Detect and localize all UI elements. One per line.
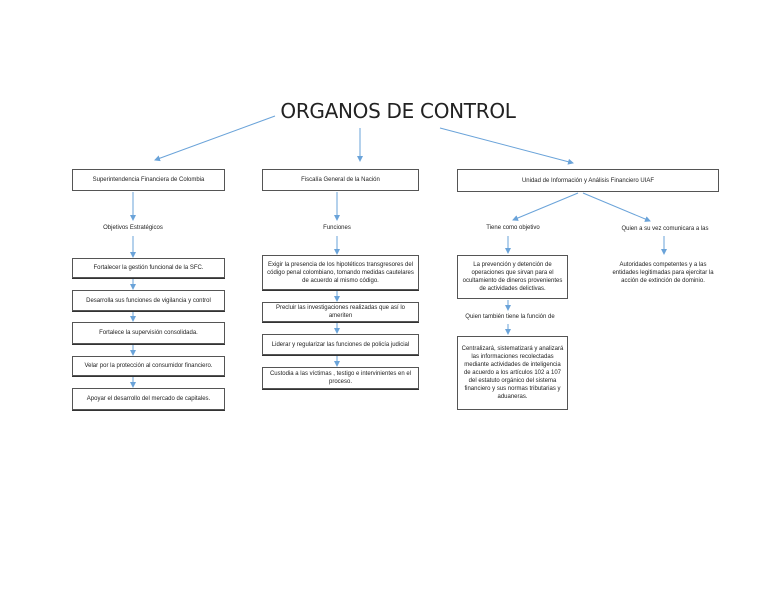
arrow-title-uiaf (439, 127, 574, 165)
uiaf-function: Centralizará, sistematizará y analizará … (457, 336, 568, 410)
fiscalia-item-2: Precluir las investigaciones realizadas … (262, 302, 419, 322)
uiaf-communicate: Autoridades competentes y a las entidade… (607, 255, 719, 291)
arrow-uiaf-left (512, 192, 579, 221)
sfc-item-4: Velar por la protección al consumidor fi… (72, 356, 225, 376)
label-tiene-objetivo: Tiene como objetivo (486, 225, 540, 231)
sfc-item-5: Apoyar el desarrollo del mercado de capi… (72, 388, 225, 410)
sfc-item-2: Desarrolla sus funciones de vigilancia y… (72, 290, 225, 311)
sfc-item-3: Fortalece la supervisión consolidada. (72, 322, 225, 344)
header-sfc: Superintendencia Financiera de Colombia (72, 169, 225, 191)
label-objetivos: Objetivos Estratégicos (103, 225, 163, 231)
label-tambien-funcion: Quien también tiene la función de (465, 314, 555, 320)
arrow-uiaf-right (582, 192, 651, 222)
label-comunicara: Quien a su vez comunicara a las (621, 226, 709, 232)
header-fiscalia: Fiscalía General de la Nación (262, 169, 419, 191)
fiscalia-item-1: Exigir la presencia de los hipotéticos t… (262, 255, 419, 290)
sfc-item-1: Fortalecer la gestión funcional de la SF… (72, 258, 225, 278)
fiscalia-item-4: Custodia a las víctimas , testigo e inte… (262, 367, 419, 389)
label-funciones: Funciones (323, 225, 351, 231)
header-uiaf: Unidad de Información y Análisis Financi… (457, 169, 719, 192)
diagram-title: ORGANOS DE CONTROL (280, 99, 516, 123)
uiaf-objective: La prevención y detención de operaciones… (457, 255, 568, 299)
fiscalia-item-3: Liderar y regularizar las funciones de p… (262, 334, 419, 355)
arrow-title-sfc (154, 115, 276, 162)
